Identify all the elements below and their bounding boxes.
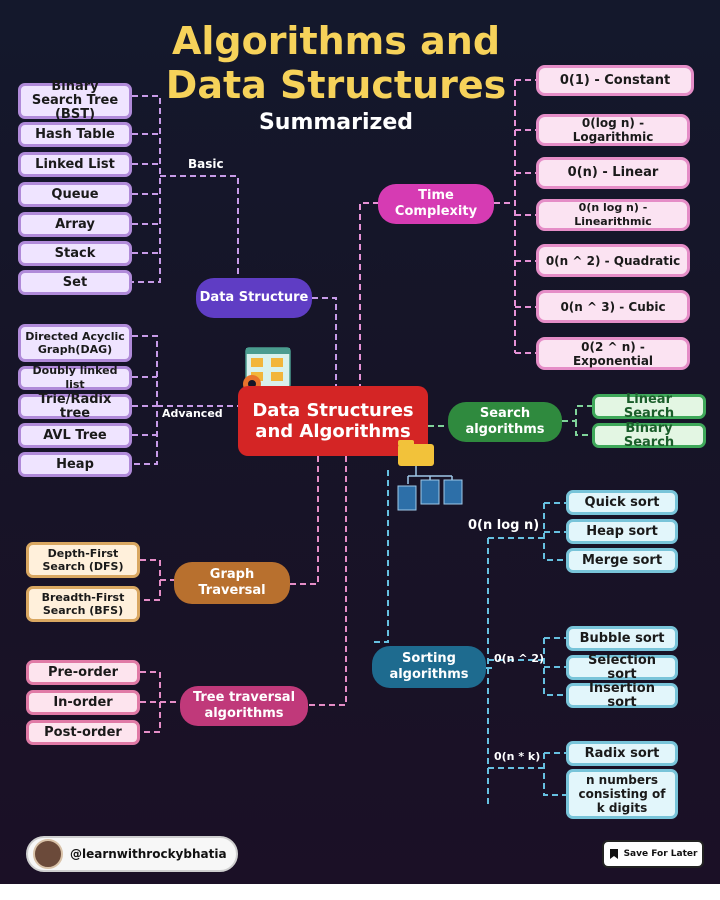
center-node: Data Structures and Algorithms [238, 386, 428, 456]
ds-adv-doubly-linked-list: Doubly linked list [18, 364, 132, 391]
tree-post-order: Post-order [26, 720, 140, 745]
graph-traversal-node: Graph Traversal [174, 562, 290, 604]
sort-selection: Selection sort [566, 653, 678, 681]
ds-adv-dag: Directed Acyclic Graph(DAG) [18, 324, 132, 362]
tree-in-order: In-order [26, 690, 140, 715]
title-line-1: Algorithms and [171, 19, 501, 63]
sort-group3-label: 0(n * k) [494, 750, 541, 763]
sort-insertion: Insertion sort [566, 681, 678, 709]
tc-logarithmic: 0(log n) - Logarithmic [536, 114, 690, 146]
ds-basic-queue: Queue [18, 182, 132, 207]
ds-adv-avl-tree: AVL Tree [18, 423, 132, 448]
search-node: Search algorithms [448, 402, 562, 442]
sorting-node: Sorting algorithms [372, 646, 486, 688]
ds-adv-heap: Heap [18, 452, 132, 477]
sort-heap: Heap sort [566, 519, 678, 544]
sort-quick: Quick sort [566, 490, 678, 515]
tc-constant: 0(1) - Constant [536, 65, 694, 96]
subtitle: Summarized [258, 110, 414, 135]
sort-radix: Radix sort [566, 741, 678, 766]
save-for-later-label: Save For Later [623, 849, 698, 859]
tc-quadratic: 0(n ^ 2) - Quadratic [536, 244, 690, 277]
graph-bfs: Breadth-First Search (BFS) [26, 586, 140, 622]
sort-group2-label: 0(n ^ 2) [494, 652, 545, 665]
search-binary: Binary Search [592, 421, 706, 449]
sort-bubble: Bubble sort [566, 626, 678, 651]
ds-basic-stack: Stack [18, 241, 132, 266]
data-structure-node: Data Structure [196, 278, 312, 318]
tc-linearithmic: 0(n log n) - Linearithmic [536, 199, 690, 231]
save-for-later-button[interactable]: Save For Later [602, 840, 704, 868]
ds-basic-hash-table: Hash Table [18, 122, 132, 147]
sort-group1-label: 0(n log n) [468, 518, 540, 533]
author-badge[interactable]: @learnwithrockybhatia [26, 836, 238, 872]
ds-adv-trie: Trie/Radix tree [18, 392, 132, 420]
ds-basic-bst: Binary Search Tree (BST) [18, 80, 132, 122]
tc-linear: 0(n) - Linear [536, 157, 690, 189]
time-complexity-node: Time Complexity [378, 184, 494, 224]
avatar [33, 839, 63, 869]
sort-radix-note: n numbers consisting of k digits [566, 769, 678, 819]
graph-dfs: Depth-First Search (DFS) [26, 542, 140, 578]
tree-traversal-node: Tree traversal algorithms [180, 686, 308, 726]
ds-basic-linked-list: Linked List [18, 152, 132, 177]
sort-merge: Merge sort [566, 548, 678, 573]
tc-exponential: 0(2 ^ n) - Exponential [536, 337, 690, 370]
title-line-2: Data Structures [165, 63, 507, 107]
bookmark-icon [609, 849, 618, 859]
ds-basic-set: Set [18, 270, 132, 295]
search-linear: Linear Search [592, 392, 706, 420]
author-handle: @learnwithrockybhatia [70, 847, 227, 861]
basic-label: Basic [188, 157, 224, 171]
tc-cubic: 0(n ^ 3) - Cubic [536, 290, 690, 323]
ds-basic-array: Array [18, 212, 132, 237]
advanced-label: Advanced [162, 407, 223, 420]
tree-pre-order: Pre-order [26, 660, 140, 685]
